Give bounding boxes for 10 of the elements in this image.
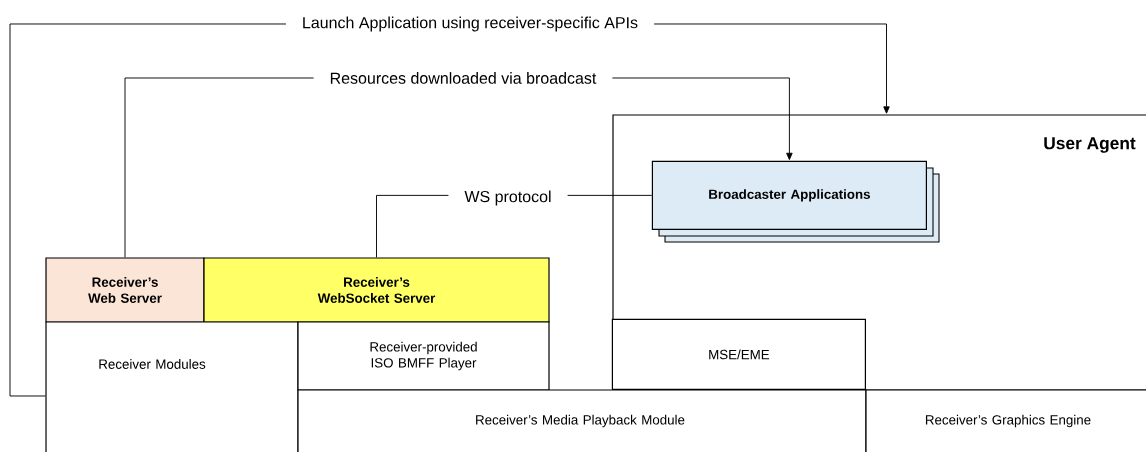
module-box: Receiver Modules <box>45 321 299 452</box>
server-box: Receiver’s Web Server <box>45 257 205 323</box>
module-box: Receiver’s Graphics Engine <box>865 389 1146 452</box>
edge-label: Resources downloaded via broadcast <box>313 69 613 87</box>
application-box: Broadcaster Applications <box>651 160 940 243</box>
server-box: Receiver’s WebSocket Server <box>203 257 550 323</box>
edge-label: WS protocol <box>448 187 568 209</box>
player-box: Receiver-provided ISO BMFF Player <box>297 321 550 391</box>
edge-label: Launch Application using receiver-specific APIs <box>285 13 655 35</box>
module-box: MSE/EME <box>611 318 866 390</box>
